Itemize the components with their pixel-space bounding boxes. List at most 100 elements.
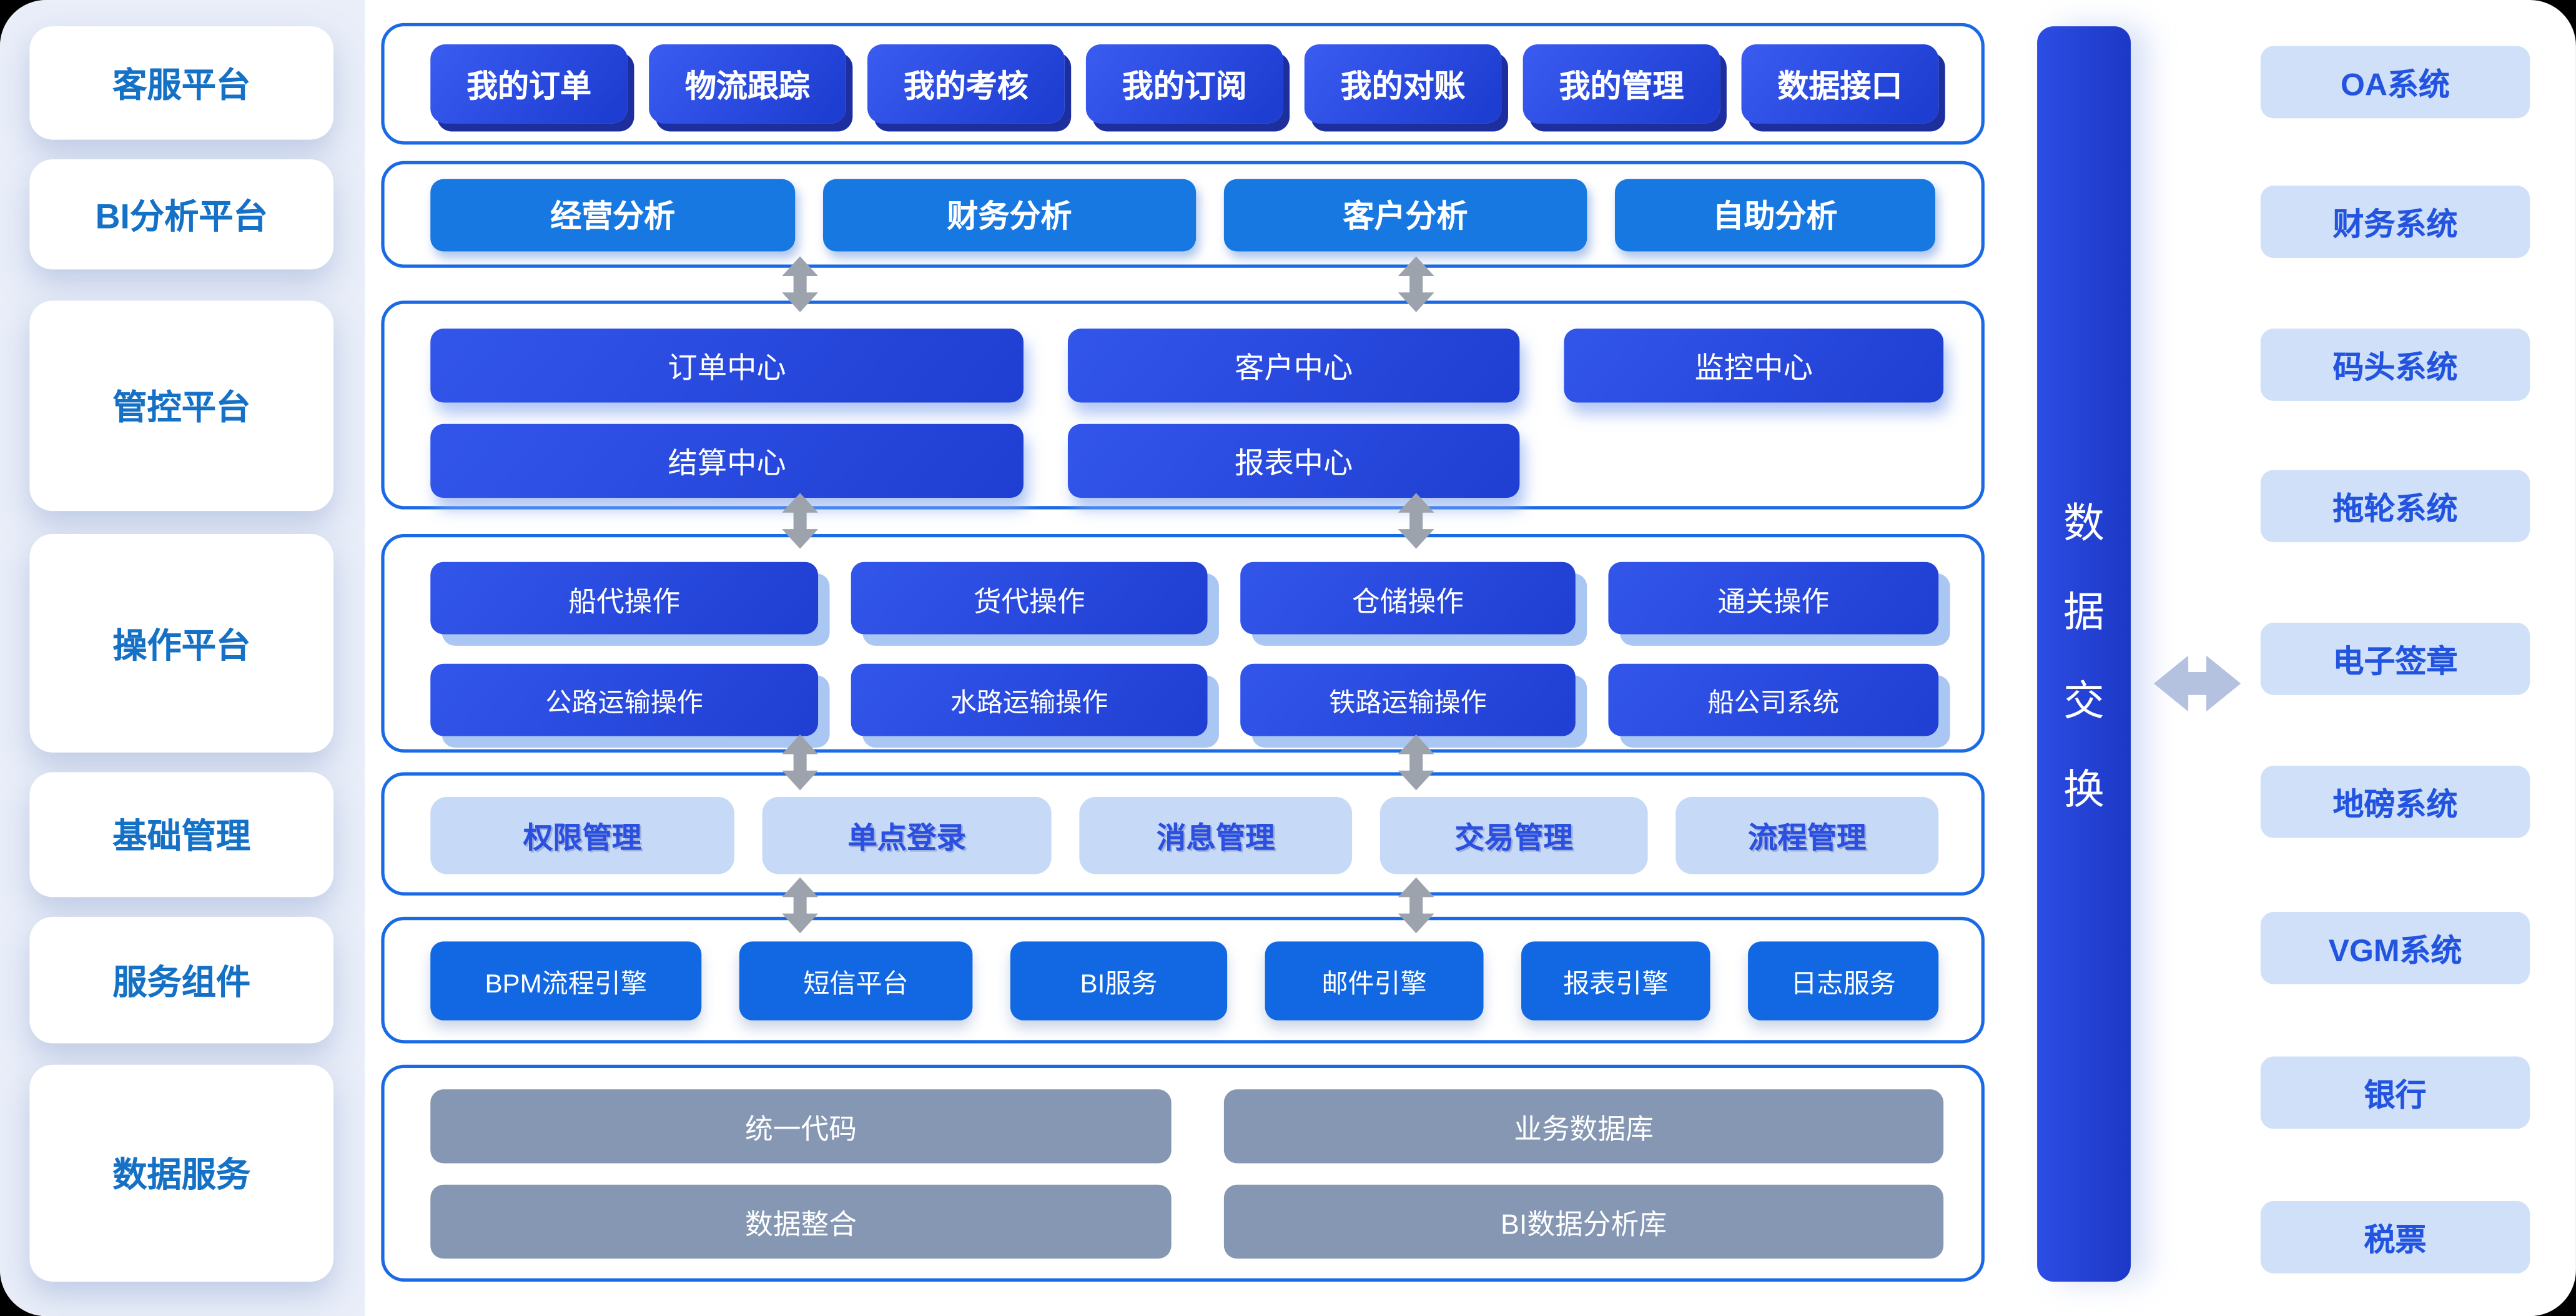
module-my-management: 我的管理 xyxy=(1522,44,1720,124)
operation-platform-box: 船代操作 货代操作 仓储操作 通关操作 公路运输操作 水路运输操作 铁路运输操作… xyxy=(381,533,1985,753)
double-arrow-horizontal-icon xyxy=(2153,655,2241,712)
sidebar-label: 操作平台 xyxy=(112,626,251,665)
module-business-analysis: 经营分析 xyxy=(430,178,796,251)
external-system-tugboat: 拖轮系统 xyxy=(2260,470,2530,543)
module-warehouse-ops: 仓储操作 xyxy=(1240,562,1576,635)
module-unified-code: 统一代码 xyxy=(430,1089,1172,1164)
module-settlement-center: 结算中心 xyxy=(430,423,1024,498)
external-system-label: 电子签章 xyxy=(2332,645,2458,680)
module-customer-center: 客户中心 xyxy=(1067,329,1520,403)
double-arrow-vertical-icon xyxy=(1398,493,1434,549)
control-platform-box: 订单中心 客户中心 监控中心 结算中心 报表中心 xyxy=(381,300,1985,510)
double-arrow-vertical-icon xyxy=(1398,256,1434,312)
module-road-transport-ops: 公路运输操作 xyxy=(430,663,819,736)
service-components-row: BPM流程引擎 短信平台 BI服务 邮件引擎 报表引擎 日志服务 xyxy=(430,941,1942,1021)
double-arrow-vertical-icon xyxy=(782,877,819,934)
sidebar-label: BI分析平台 xyxy=(95,197,268,236)
operation-row-1: 船代操作 货代操作 仓储操作 通关操作 xyxy=(430,562,1942,635)
module-business-database: 业务数据库 xyxy=(1223,1089,1944,1164)
module-my-reconciliation: 我的对账 xyxy=(1304,44,1502,124)
module-data-interface: 数据接口 xyxy=(1741,44,1939,124)
module-transaction-management: 交易管理 xyxy=(1379,796,1648,874)
sidebar-label: 服务组件 xyxy=(112,963,251,1002)
bi-analysis-row: 经营分析 财务分析 客户分析 自助分析 xyxy=(385,164,1981,264)
double-arrow-vertical-icon xyxy=(782,493,819,549)
module-shipping-company-system: 船公司系统 xyxy=(1608,663,1939,736)
module-customer-analysis: 客户分析 xyxy=(1223,178,1587,251)
module-sms-platform: 短信平台 xyxy=(739,941,973,1021)
module-logistics-tracking: 物流跟踪 xyxy=(649,44,846,124)
module-monitor-center: 监控中心 xyxy=(1564,329,1944,403)
module-rail-transport-ops: 铁路运输操作 xyxy=(1240,663,1576,736)
sidebar-item-operation-platform: 操作平台 xyxy=(29,533,334,753)
operation-row-2: 公路运输操作 水路运输操作 铁路运输操作 船公司系统 xyxy=(430,663,1942,736)
sidebar-item-basic-management: 基础管理 xyxy=(29,772,334,898)
module-my-orders: 我的订单 xyxy=(430,44,628,124)
module-process-management: 流程管理 xyxy=(1675,796,1939,874)
module-single-sign-on: 单点登录 xyxy=(762,796,1052,874)
module-report-engine: 报表引擎 xyxy=(1521,941,1710,1021)
external-system-label: 财务系统 xyxy=(2332,207,2458,243)
module-bpm-engine: BPM流程引擎 xyxy=(430,941,702,1021)
data-exchange-char: 据 xyxy=(2063,590,2105,636)
data-exchange-bar: 数 据 交 换 xyxy=(2037,26,2131,1282)
external-system-label: OA系统 xyxy=(2341,68,2450,103)
external-system-label: 银行 xyxy=(2364,1079,2427,1114)
data-services-box: 统一代码 业务数据库 数据整合 BI数据分析库 xyxy=(381,1064,1985,1282)
data-exchange-char: 换 xyxy=(2063,767,2105,814)
module-report-center: 报表中心 xyxy=(1067,423,1520,498)
module-mail-engine: 邮件引擎 xyxy=(1265,941,1484,1021)
data-services-row-2: 数据整合 BI数据分析库 xyxy=(430,1184,1944,1259)
basic-management-row: 权限管理 单点登录 消息管理 交易管理 流程管理 xyxy=(430,796,1942,874)
module-permission-management: 权限管理 xyxy=(430,796,734,874)
sidebar-item-customer-service-platform: 客服平台 xyxy=(29,26,334,140)
external-system-label: VGM系统 xyxy=(2328,934,2462,969)
sidebar-label: 客服平台 xyxy=(112,66,251,105)
external-system-label: 地磅系统 xyxy=(2332,788,2458,823)
control-row-1: 订单中心 客户中心 监控中心 xyxy=(430,329,1944,403)
external-system-tax-invoice: 税票 xyxy=(2260,1201,2530,1274)
module-freight-forwarding-ops: 货代操作 xyxy=(851,562,1208,635)
module-order-center: 订单中心 xyxy=(430,329,1024,403)
module-my-subscription: 我的订阅 xyxy=(1085,44,1283,124)
basic-management-box: 权限管理 单点登录 消息管理 交易管理 流程管理 xyxy=(381,772,1985,896)
external-system-vgm: VGM系统 xyxy=(2260,912,2530,984)
sidebar-label: 管控平台 xyxy=(112,389,251,427)
customer-service-row: 我的订单 物流跟踪 我的考核 我的订阅 我的对账 我的管理 数据接口 xyxy=(385,26,1981,141)
sidebar-item-service-components: 服务组件 xyxy=(29,916,334,1044)
bi-analysis-platform-box: 经营分析 财务分析 客户分析 自助分析 xyxy=(381,161,1985,268)
external-system-bank: 银行 xyxy=(2260,1056,2530,1129)
double-arrow-vertical-icon xyxy=(782,256,819,312)
module-customs-ops: 通关操作 xyxy=(1608,562,1939,635)
external-system-e-signature: 电子签章 xyxy=(2260,623,2530,695)
module-bi-service: BI服务 xyxy=(1010,941,1228,1021)
control-row-2: 结算中心 报表中心 xyxy=(430,423,1942,498)
service-components-box: BPM流程引擎 短信平台 BI服务 邮件引擎 报表引擎 日志服务 xyxy=(381,916,1985,1044)
double-arrow-vertical-icon xyxy=(782,734,819,791)
external-system-label: 税票 xyxy=(2364,1223,2427,1258)
data-exchange-char: 数 xyxy=(2063,501,2105,548)
module-my-assessment: 我的考核 xyxy=(867,44,1065,124)
external-system-finance: 财务系统 xyxy=(2260,186,2530,259)
customer-service-platform-box: 我的订单 物流跟踪 我的考核 我的订阅 我的对账 我的管理 数据接口 xyxy=(381,22,1985,145)
sidebar-item-control-platform: 管控平台 xyxy=(29,300,334,512)
external-system-oa: OA系统 xyxy=(2260,46,2530,119)
module-finance-analysis: 财务分析 xyxy=(822,178,1197,251)
sidebar-label: 数据服务 xyxy=(112,1157,251,1195)
external-system-label: 拖轮系统 xyxy=(2332,492,2458,527)
external-system-label: 码头系统 xyxy=(2332,350,2458,385)
external-system-terminal: 码头系统 xyxy=(2260,329,2530,401)
data-exchange-char: 交 xyxy=(2063,678,2105,725)
double-arrow-vertical-icon xyxy=(1398,877,1434,934)
sidebar-label: 基础管理 xyxy=(112,818,251,856)
module-log-service: 日志服务 xyxy=(1748,941,1939,1021)
module-message-management: 消息管理 xyxy=(1079,796,1353,874)
module-self-service-analysis: 自助分析 xyxy=(1614,178,1935,251)
module-water-transport-ops: 水路运输操作 xyxy=(851,663,1208,736)
sidebar-item-bi-analysis-platform: BI分析平台 xyxy=(29,159,334,270)
data-services-row-1: 统一代码 业务数据库 xyxy=(430,1089,1944,1164)
module-ship-agency-ops: 船代操作 xyxy=(430,562,819,635)
module-data-integration: 数据整合 xyxy=(430,1184,1172,1259)
